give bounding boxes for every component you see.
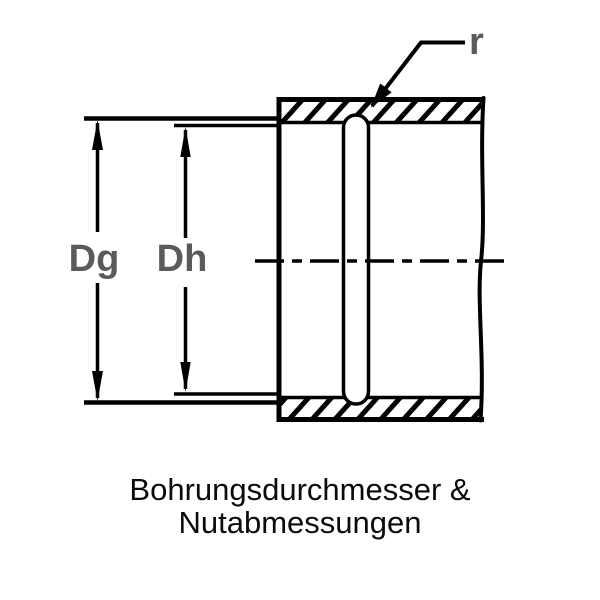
dh-arrowhead-down: [180, 362, 191, 392]
top-wall-hatch: [281, 101, 481, 122]
caption-line-2: Nutabmessungen: [179, 505, 422, 540]
dg-dimension: Dg: [69, 116, 279, 405]
part-cross-section: [276, 96, 486, 423]
caption: Bohrungsdurchmesser & Nutabmessungen: [129, 472, 470, 540]
dh-dimension: Dh: [157, 123, 279, 396]
dg-arrowhead-up: [92, 120, 103, 150]
caption-line-1: Bohrungsdurchmesser &: [129, 472, 470, 507]
radius-leader-line: [370, 40, 465, 108]
radius-label: r: [469, 21, 484, 63]
dh-label: Dh: [157, 238, 208, 280]
radius-callout: r: [370, 21, 484, 108]
dg-label: Dg: [69, 238, 120, 280]
bottom-wall-hatch: [281, 398, 481, 419]
dh-arrowhead-up: [180, 127, 191, 157]
dg-arrowhead-down: [92, 371, 103, 401]
